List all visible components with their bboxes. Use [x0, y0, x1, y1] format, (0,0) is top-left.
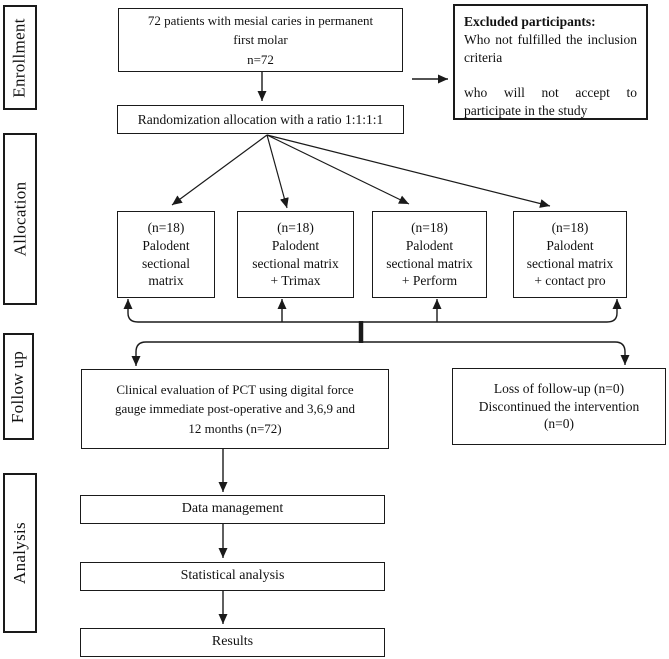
excluded-reason-1: Who not fulfilled the inclusion criteria	[464, 32, 637, 66]
excluded-title: Excluded participants:	[464, 14, 596, 29]
randomization-box: Randomization allocation with a ratio 1:…	[117, 105, 404, 134]
stage-label-analysis: Analysis	[3, 473, 37, 633]
statistical-analysis-box: Statistical analysis	[80, 562, 385, 591]
arrow-randomization-to-arm-3	[266, 134, 410, 205]
stage-label-analysis-text: Analysis	[10, 522, 29, 584]
patients-box: 72 patients with mesial caries in perman…	[118, 8, 403, 72]
arrow-randomization-to-arm-4	[266, 134, 551, 208]
arm-box-contact-pro: (n=18) Palodent sectional matrix + conta…	[513, 211, 627, 298]
split-line-followup	[131, 341, 630, 366]
stage-label-allocation: Allocation	[3, 133, 37, 305]
arrow-randomization-to-arm-1	[171, 134, 268, 206]
gather-line-arms	[123, 299, 622, 323]
stage-label-enrollment: Enrollment	[3, 5, 37, 110]
arm-box-perform: (n=18) Palodent sectional matrix + Perfo…	[372, 211, 487, 298]
stage-label-follow-up: Follow up	[3, 333, 34, 440]
stage-label-follow-up-text: Follow up	[8, 350, 28, 423]
arm-box-palodent: (n=18) Palodent sectional matrix	[117, 211, 215, 298]
data-management-box: Data management	[80, 495, 385, 524]
excluded-participants-box: Excluded participants: Who not fulfilled…	[453, 4, 648, 120]
loss-of-follow-up-box: Loss of follow-up (n=0) Discontinued the…	[452, 368, 666, 445]
clinical-evaluation-box: Clinical evaluation of PCT using digital…	[81, 369, 389, 449]
stage-label-allocation-text: Allocation	[10, 181, 30, 257]
arm-box-trimax: (n=18) Palodent sectional matrix + Trima…	[237, 211, 354, 298]
stage-label-enrollment-text: Enrollment	[10, 17, 30, 98]
arrow-randomization-to-arm-2	[266, 134, 289, 209]
results-box: Results	[80, 628, 385, 657]
excluded-reason-2: who will not accept to participate in th…	[464, 84, 637, 118]
